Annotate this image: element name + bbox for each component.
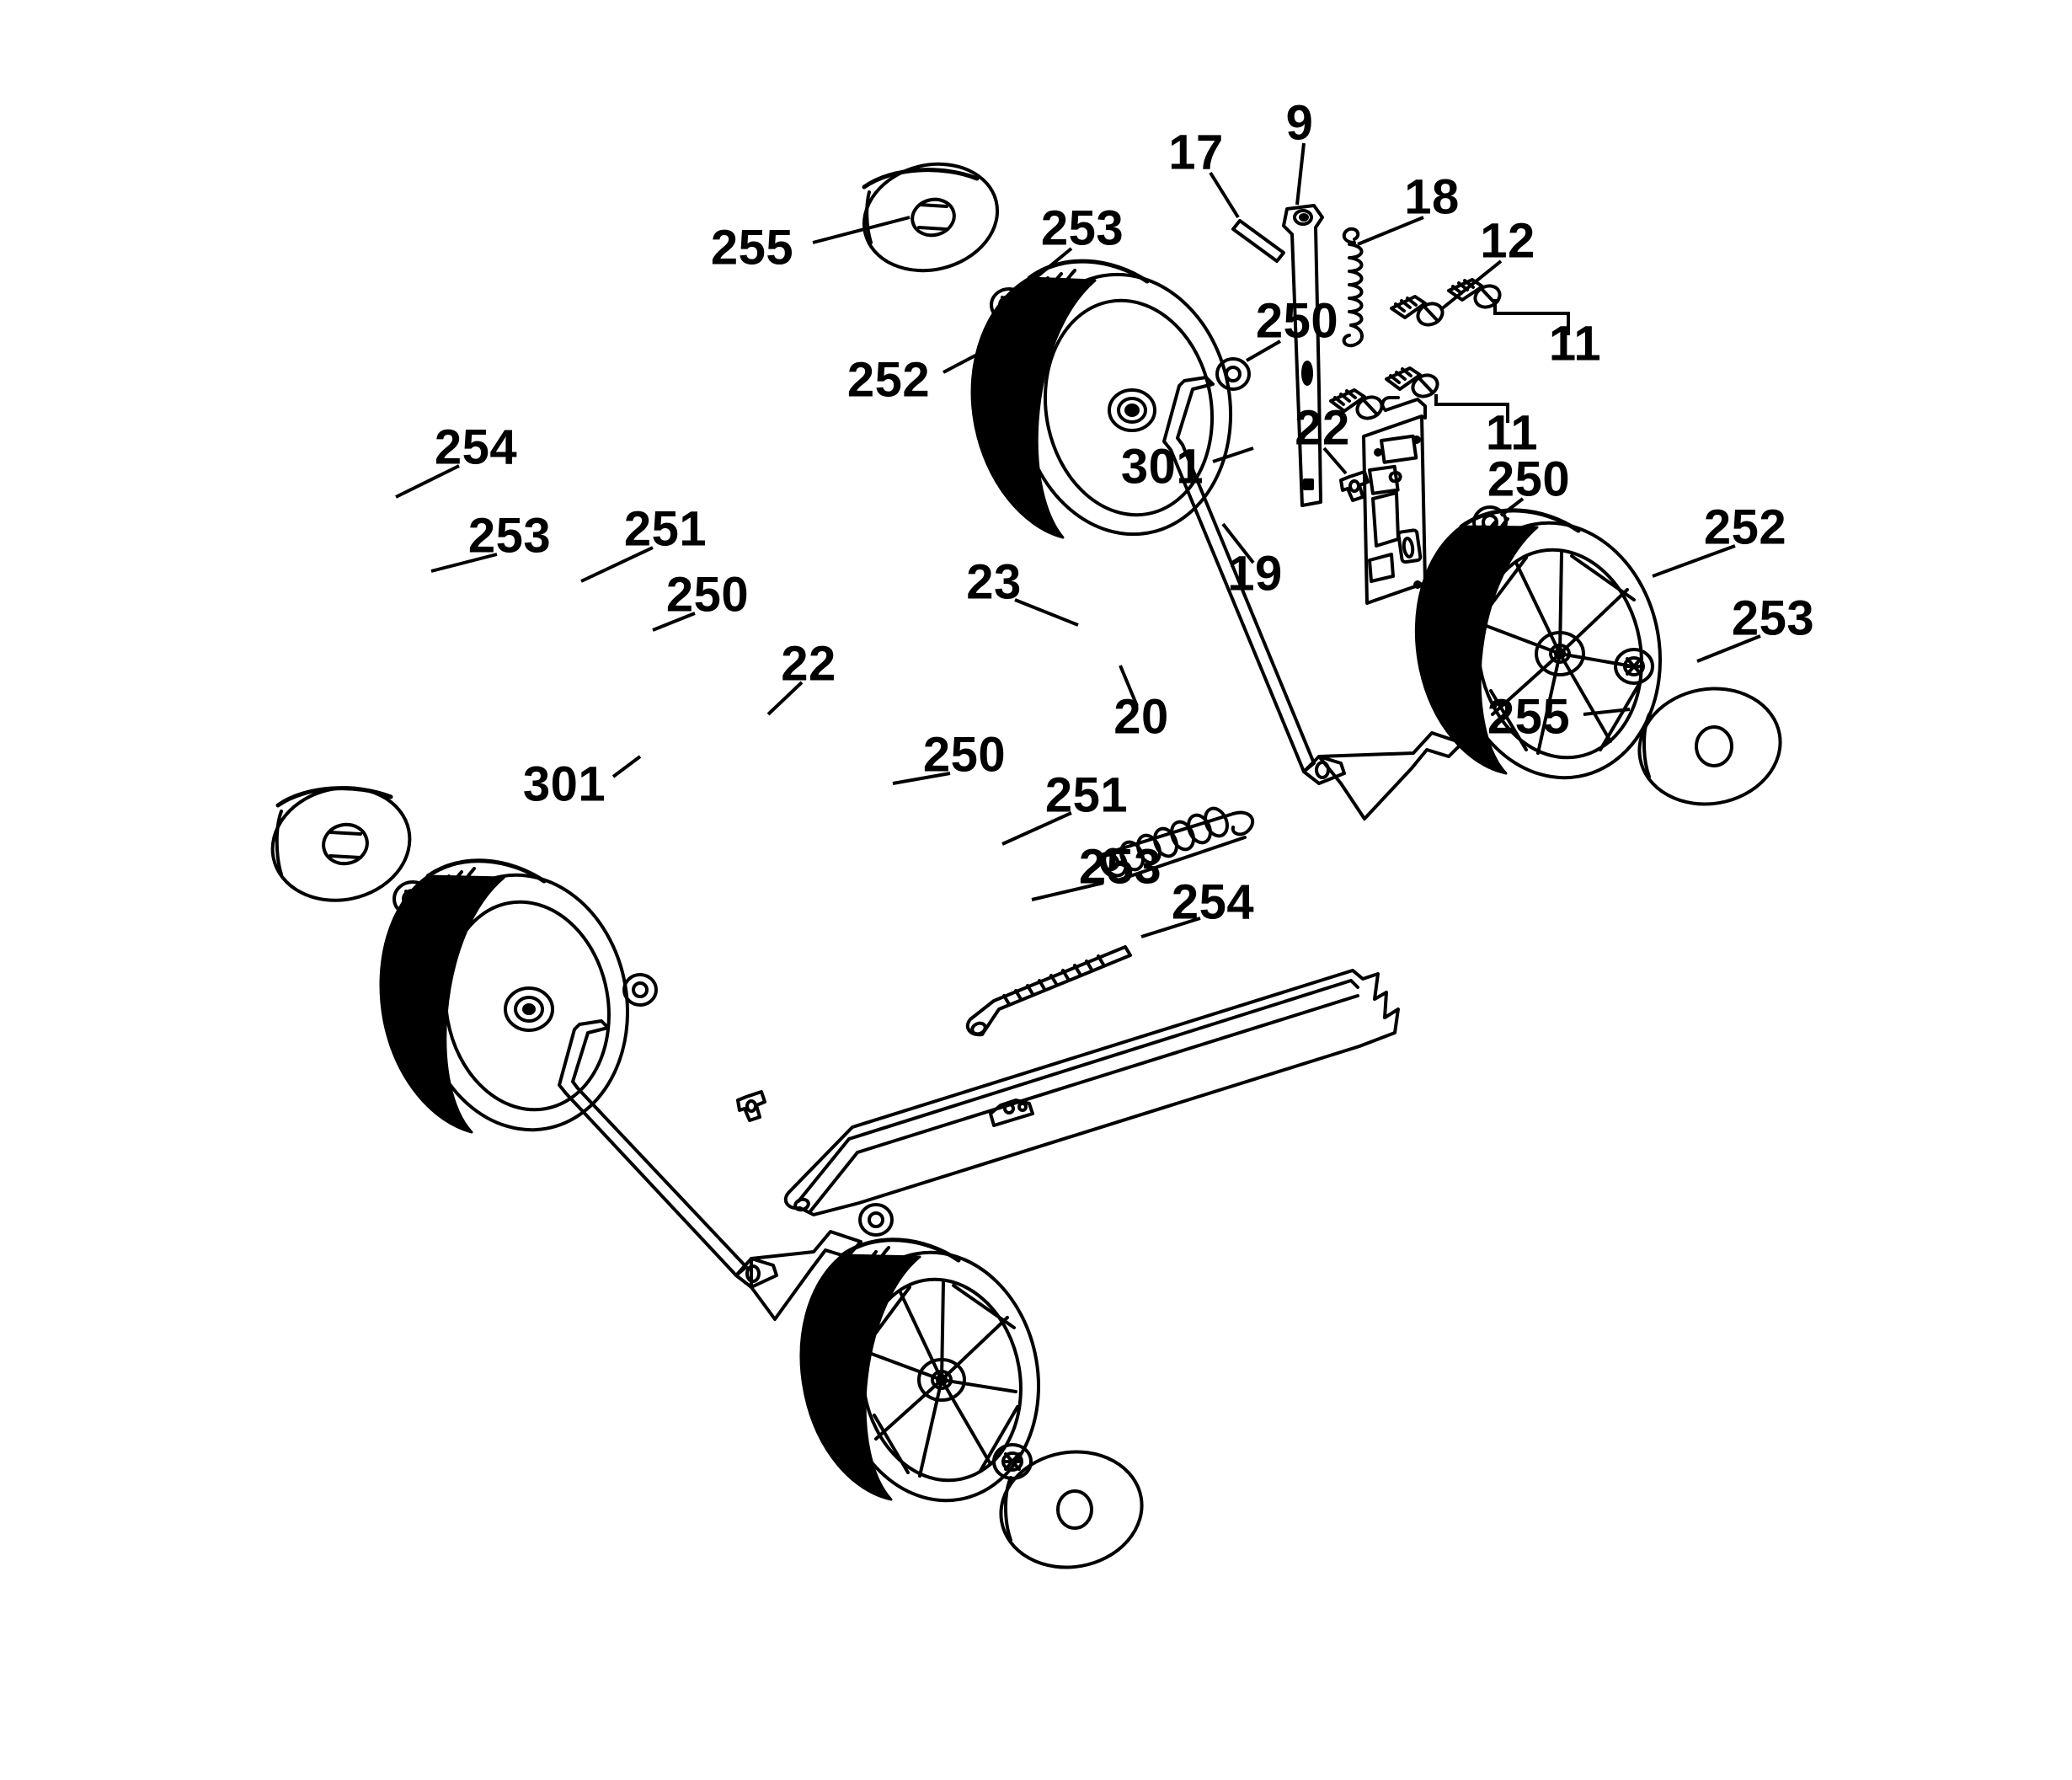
callout-label-c-9: 9 <box>1286 95 1314 150</box>
leader-line-255 <box>812 216 911 244</box>
wheel-spokes-bottom <box>868 1280 1019 1478</box>
callout-label-c-255-top: 255 <box>711 220 793 275</box>
callout-label-c-250-c: 250 <box>666 567 749 622</box>
callout-label-c-253-top: 253 <box>1041 200 1124 255</box>
callout-label-c-250-d: 250 <box>923 727 1006 782</box>
callout-label-c-20: 20 <box>1113 689 1169 744</box>
callout-label-c-22-upper: 22 <box>1295 400 1350 455</box>
part-250-washer-c <box>622 973 658 1007</box>
callout-label-c-254-bot: 254 <box>1172 874 1254 929</box>
leader-line-18 <box>1357 216 1424 246</box>
callout-label-c-252-right: 252 <box>1704 500 1786 554</box>
part-254-hub-cap-bottom <box>999 1450 1144 1569</box>
part-253-push-nut-right <box>1614 648 1654 685</box>
leader-line-254 <box>1140 917 1201 938</box>
callout-label-c-250-b: 250 <box>1487 452 1570 506</box>
part-11-screws <box>1329 278 1502 420</box>
part-254-hub-cap-left <box>270 786 412 902</box>
leader-line-250 <box>1499 497 1525 517</box>
leader-line-22 <box>766 681 804 716</box>
part-18-compression-spring <box>1342 227 1364 348</box>
part-20-toothed-height-bar <box>783 969 1400 1216</box>
part-250-washer-d <box>858 1203 894 1237</box>
callout-label-c-23: 23 <box>966 554 1022 609</box>
leader-line-250 <box>1246 339 1281 362</box>
screw-4 <box>1329 388 1384 420</box>
leader-line-250 <box>652 612 696 632</box>
leader-line-250 <box>892 772 951 785</box>
leader-line-255 <box>1583 708 1631 716</box>
callout-label-c-301-lower: 301 <box>523 756 606 811</box>
part-9-height-adjust-lever <box>1282 204 1324 507</box>
leader-line-252 <box>943 335 1012 374</box>
leader-line-251 <box>1001 811 1072 846</box>
part-301-axle-rod-upper <box>1162 376 1464 821</box>
leader-line-11 <box>1434 394 1509 423</box>
leader-line-20 <box>1119 665 1139 707</box>
wheel-spokes-right <box>1482 551 1641 755</box>
callout-label-c-22-lower: 22 <box>781 636 836 691</box>
leader-line-253 <box>430 553 498 573</box>
callout-label-c-252-top: 252 <box>847 352 930 407</box>
part-255-hub-cap-right <box>1637 687 1782 806</box>
part-252-wheel-right <box>1414 508 1663 780</box>
callout-label-c-253-bot: 253 <box>1079 839 1161 894</box>
part-253-push-nut-bottom <box>992 1443 1033 1480</box>
callout-label-c-253-left: 253 <box>468 508 551 563</box>
callout-label-c-18: 18 <box>1404 169 1460 224</box>
callout-label-c-250-a: 250 <box>1256 293 1338 348</box>
callout-label-c-255-bot: 255 <box>1487 689 1570 744</box>
leader-line-19 <box>1221 522 1255 564</box>
part-17-pivot-pin <box>1231 219 1285 263</box>
callout-leaders <box>395 142 1761 938</box>
part-12-mounting-bracket-plate <box>1362 396 1427 605</box>
callout-label-c-253-right: 253 <box>1732 591 1814 645</box>
part-251-wheel-bottom <box>799 1237 1041 1503</box>
part-22-clip-lower <box>736 1090 766 1122</box>
leader-line-253 <box>1013 247 1073 297</box>
part-19-extension-spring <box>1100 806 1255 881</box>
leader-line-301 <box>611 755 642 778</box>
leader-line-12 <box>1439 259 1503 312</box>
screw-3 <box>1385 366 1439 398</box>
leader-line-301 <box>1212 446 1254 463</box>
leader-line-22 <box>1322 446 1348 475</box>
leader-line-254 <box>395 464 460 499</box>
callout-label-c-301-upper: 301 <box>1121 439 1204 494</box>
part-250-washer-a <box>1215 357 1251 391</box>
callout-label-c-11-lower: 11 <box>1486 405 1538 460</box>
leader-line-11 <box>1493 299 1570 335</box>
leader-line-253 <box>1031 881 1104 901</box>
callout-label-c-254-top: 254 <box>435 420 517 474</box>
leader-line-9 <box>1295 142 1306 206</box>
leader-line-252 <box>1652 544 1736 578</box>
callout-label-c-19: 19 <box>1227 546 1283 601</box>
callout-label-c-12: 12 <box>1480 213 1535 268</box>
callout-label-c-251-bot: 251 <box>1045 767 1128 822</box>
part-22-clip-upper <box>1339 470 1370 502</box>
part-23-threaded-rod <box>965 945 1132 1037</box>
part-255-hub-cap-top <box>862 162 1000 273</box>
leader-line-23 <box>1014 598 1079 627</box>
leader-line-251 <box>580 546 654 583</box>
callout-label-c-11-upper: 11 <box>1549 316 1601 371</box>
leader-line-17 <box>1209 171 1240 219</box>
callout-label-c-251-left: 251 <box>624 501 707 556</box>
callout-label-c-17: 17 <box>1168 125 1224 179</box>
part-301-axle-rod-lower <box>558 1019 862 1321</box>
leader-line-253 <box>1696 634 1761 663</box>
part-251-wheel-left <box>379 858 630 1134</box>
